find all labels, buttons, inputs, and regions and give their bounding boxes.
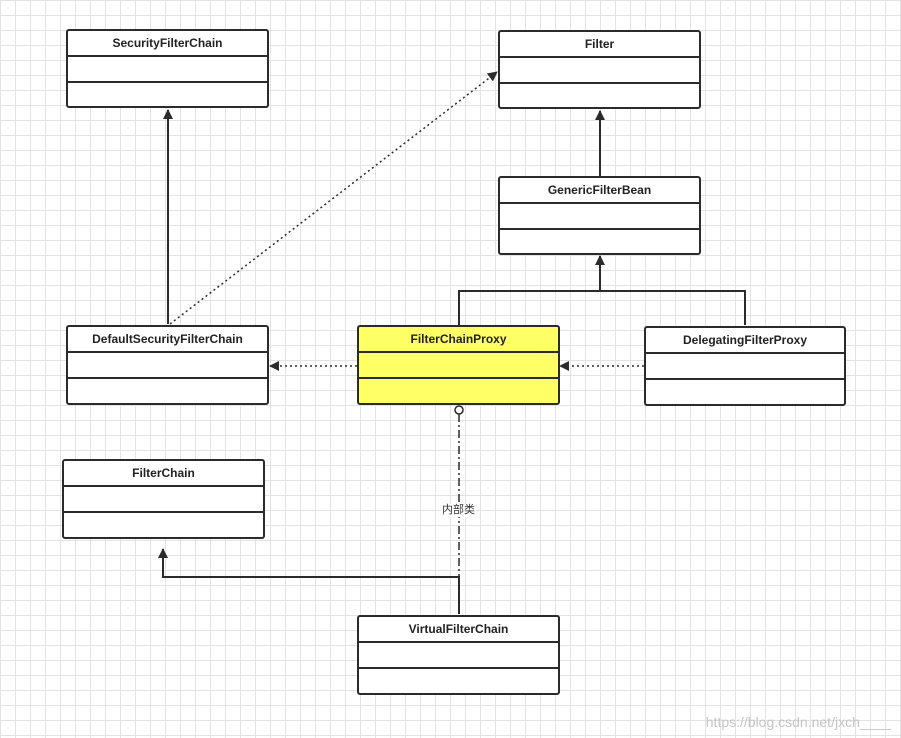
class-attributes xyxy=(68,57,267,83)
class-title: VirtualFilterChain xyxy=(359,617,558,643)
edge-label-inner-class: 内部类 xyxy=(441,504,476,517)
class-methods xyxy=(64,513,263,537)
class-attributes xyxy=(646,354,844,380)
class-virtualfilterchain[interactable]: VirtualFilterChain xyxy=(357,615,560,695)
class-filterchainproxy[interactable]: FilterChainProxy xyxy=(357,325,560,405)
class-title: SecurityFilterChain xyxy=(68,31,267,57)
class-filterchain[interactable]: FilterChain xyxy=(62,459,265,539)
edge-default-to-filter xyxy=(169,71,498,325)
inner-class-circle xyxy=(454,405,464,415)
class-methods xyxy=(359,669,558,693)
class-title: FilterChain xyxy=(64,461,263,487)
class-methods xyxy=(500,84,699,108)
class-attributes xyxy=(500,204,699,230)
class-attributes xyxy=(64,487,263,513)
edge-proxies-to-genericfilterbean xyxy=(458,290,746,325)
class-methods xyxy=(68,379,267,403)
class-attributes xyxy=(68,353,267,379)
edge-virtual-to-filterchain xyxy=(158,548,460,614)
watermark: https://blog.csdn.net/jxch____ xyxy=(705,714,891,730)
class-methods xyxy=(500,230,699,254)
class-filter[interactable]: Filter xyxy=(498,30,701,109)
class-title: DefaultSecurityFilterChain xyxy=(68,327,267,353)
class-delegatingfilterproxy[interactable]: DelegatingFilterProxy xyxy=(644,326,846,406)
class-methods xyxy=(646,380,844,404)
class-title: Filter xyxy=(500,32,699,58)
class-title: FilterChainProxy xyxy=(359,327,558,353)
class-attributes xyxy=(500,58,699,84)
class-genericfilterbean[interactable]: GenericFilterBean xyxy=(498,176,701,255)
class-securityfilterchain[interactable]: SecurityFilterChain xyxy=(66,29,269,108)
class-methods xyxy=(68,83,267,107)
class-title: DelegatingFilterProxy xyxy=(646,328,844,354)
class-defaultsecurityfilterchain[interactable]: DefaultSecurityFilterChain xyxy=(66,325,269,405)
class-attributes xyxy=(359,353,558,379)
class-title: GenericFilterBean xyxy=(500,178,699,204)
class-attributes xyxy=(359,643,558,669)
class-methods xyxy=(359,379,558,403)
